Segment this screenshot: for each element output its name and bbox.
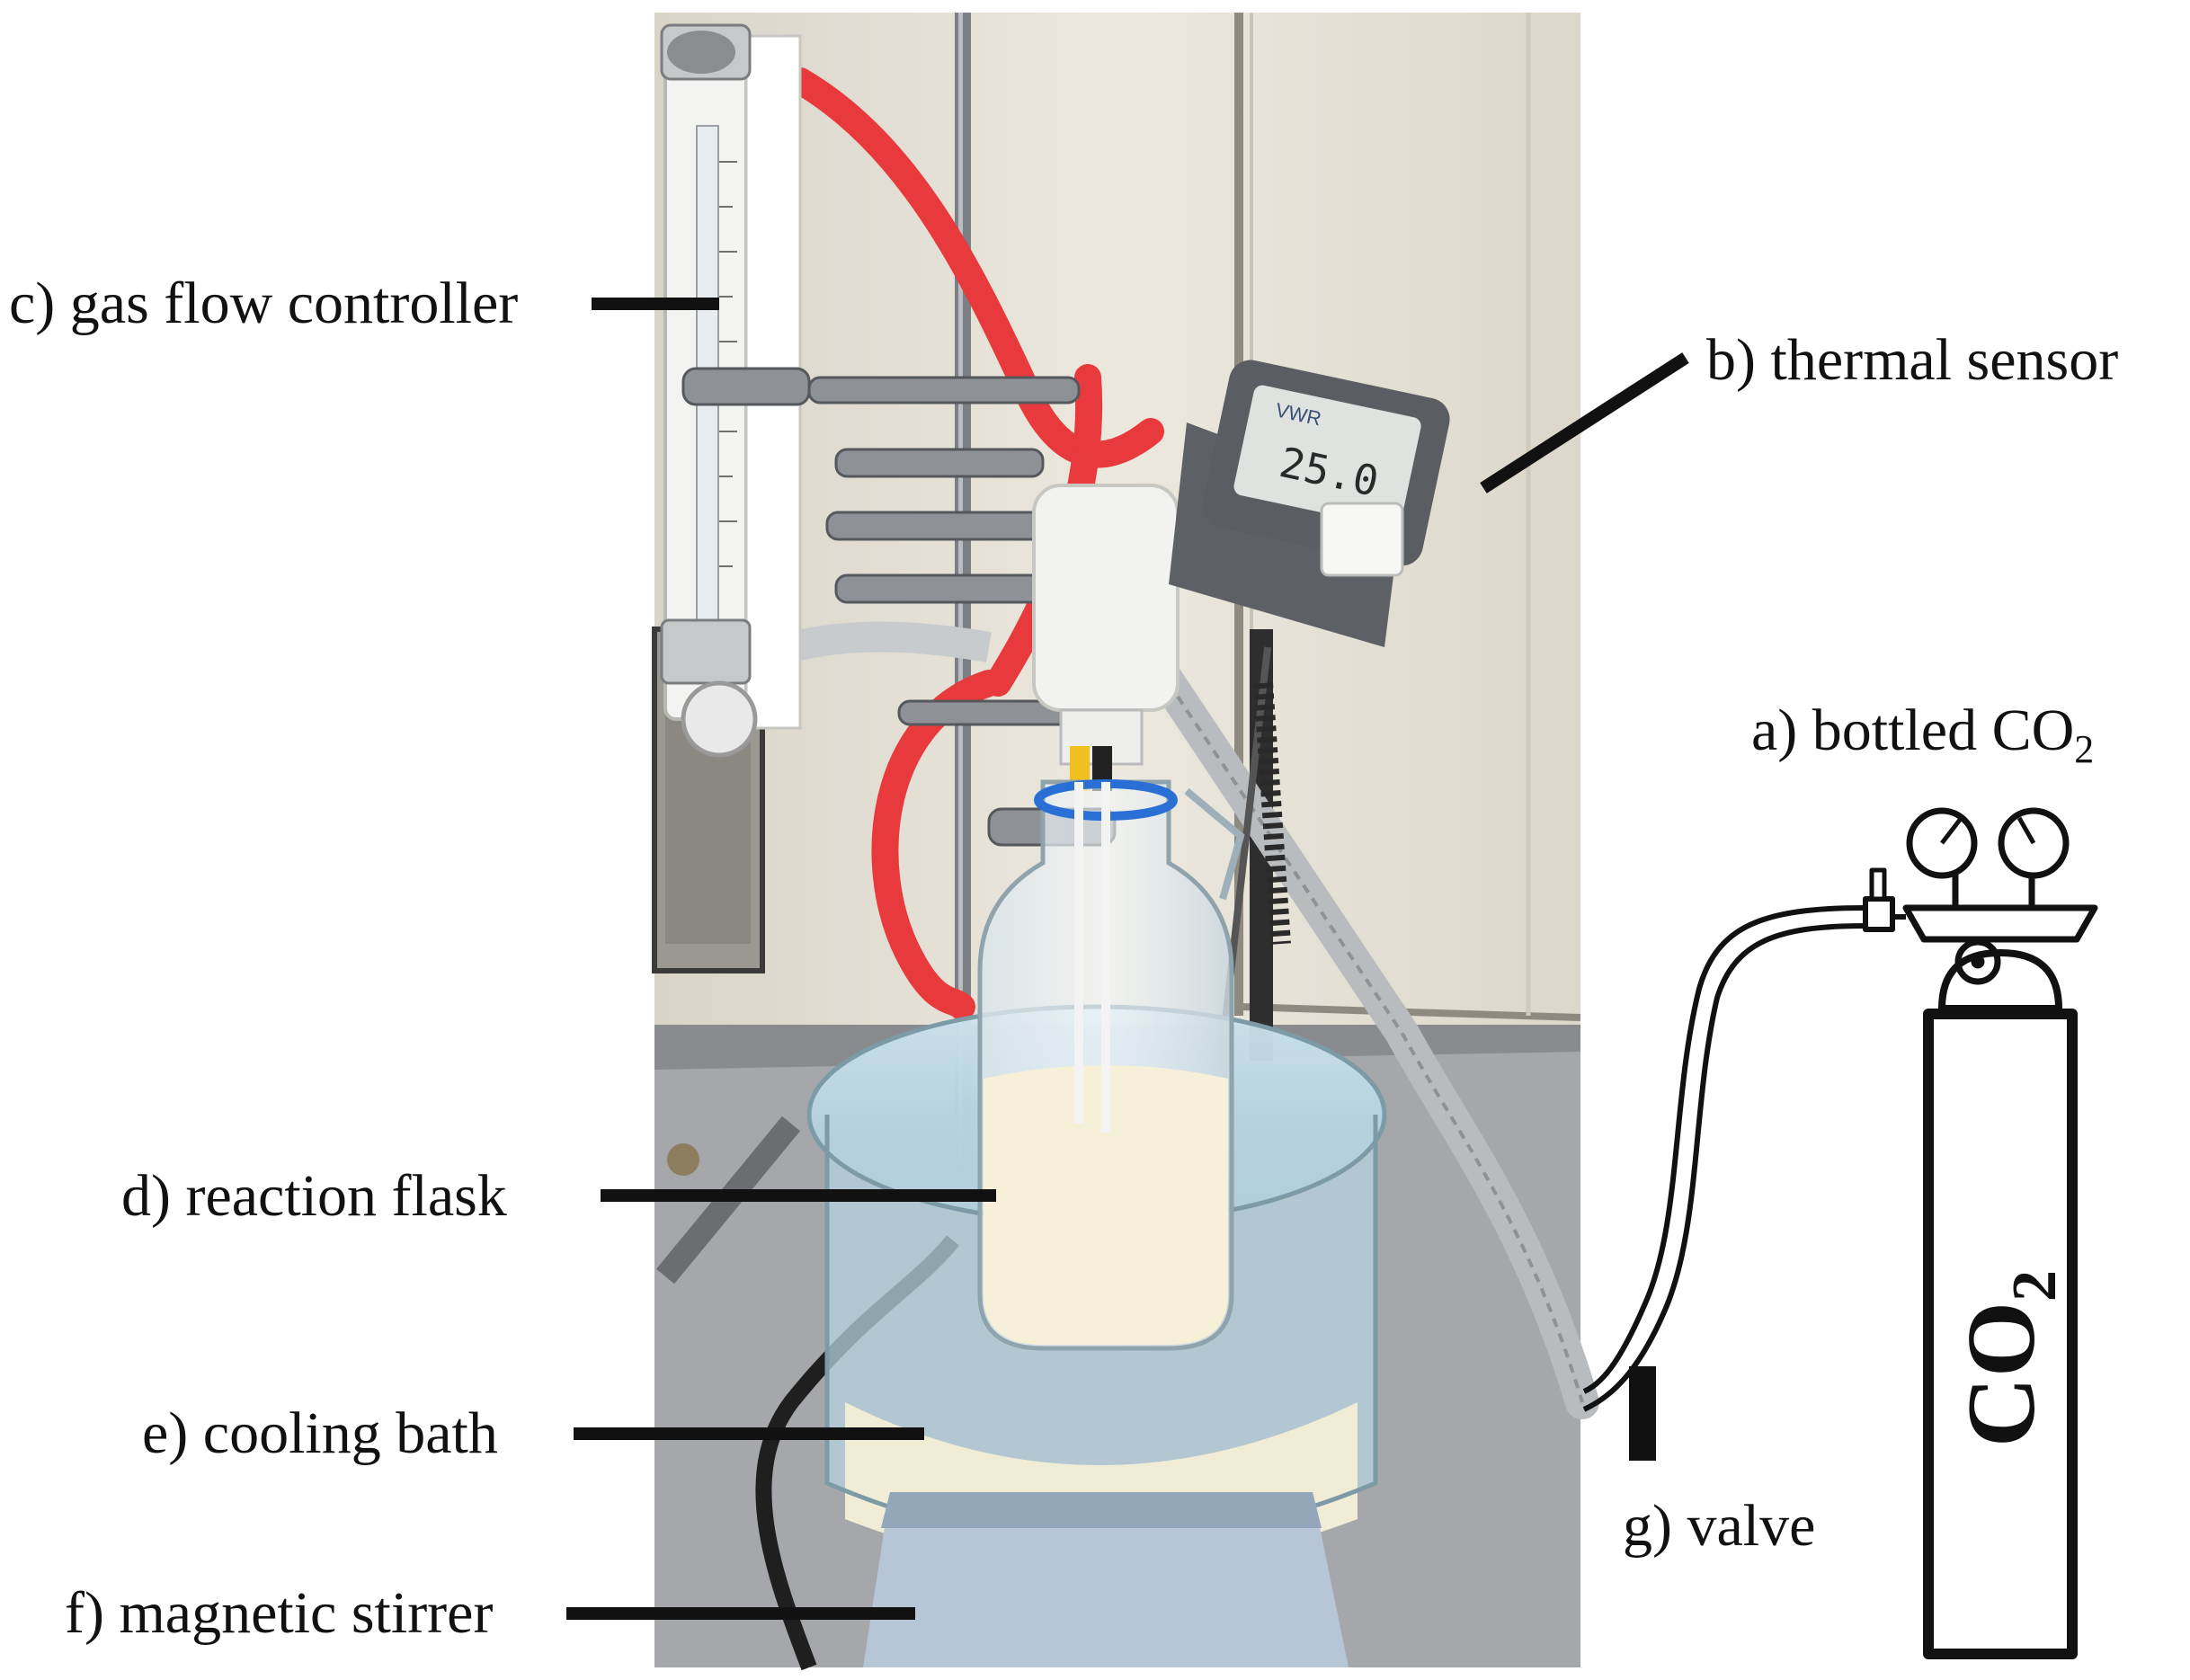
sensor-cable — [1253, 682, 1291, 945]
rotameter-top-knob — [667, 31, 735, 74]
label-thermal-sensor: b) thermal sensor — [1706, 327, 2119, 393]
leader-lines — [566, 298, 1689, 1620]
bench-clamp-knob — [667, 1143, 699, 1176]
regulator-outlet-stem — [1869, 867, 1887, 902]
red-tube — [871, 670, 1002, 1020]
stirrer-top — [881, 1492, 1322, 1528]
gas-hose-short — [787, 621, 992, 662]
label-bottled-co2: a) bottled CO2 — [1751, 698, 2095, 771]
white-panel — [1580, 1465, 2190, 1680]
cylinder-shoulder — [1938, 949, 2062, 1012]
cylinder-valve-dot — [1971, 955, 1985, 969]
gas-hose-braid — [1131, 627, 1584, 1403]
label-magnetic-stirrer: f) magnetic stirrer — [65, 1580, 494, 1646]
co2-cylinder-schematic — [1582, 807, 2098, 1659]
gauge-needle — [1940, 818, 1962, 845]
cylinder-body — [1923, 1009, 2078, 1659]
label-cooling-bath: e) cooling bath — [142, 1400, 498, 1466]
gas-line-inner — [1582, 923, 1866, 1412]
tile-joint — [1240, 1003, 1581, 1021]
thermal-sensor-device: VWR 25.0 — [1169, 360, 1450, 1124]
regulator-body — [1902, 904, 2098, 943]
rotameter-valve-knob — [681, 680, 758, 758]
red-tube — [787, 67, 1164, 468]
flask-contents — [984, 1065, 1228, 1345]
cylinder-label: CO2 — [1948, 1270, 2070, 1447]
label-valve: g) valve — [1623, 1493, 1816, 1559]
gauge-needle — [2016, 816, 2036, 845]
label-gas-flow-controller: c) gas flow controller — [9, 271, 519, 336]
flask-stopper — [1032, 484, 1180, 712]
sensor-probe-cap — [1320, 502, 1404, 577]
rotameter-bottom-cap — [660, 618, 752, 685]
magnetic-stirrer — [863, 1492, 1349, 1667]
sensor-display — [1233, 385, 1421, 528]
flask-side-neck — [1184, 787, 1245, 901]
reaction-flask — [977, 779, 1245, 1351]
valve-block — [1629, 1366, 1656, 1461]
apparatus-photo: VWR 25.0 — [652, 13, 1599, 1671]
gas-line-outer — [1582, 905, 1866, 1394]
regulator-outlet — [1863, 896, 1895, 932]
label-reaction-flask: d) reaction flask — [121, 1163, 507, 1229]
leader-thermal-sensor — [1480, 352, 1689, 493]
